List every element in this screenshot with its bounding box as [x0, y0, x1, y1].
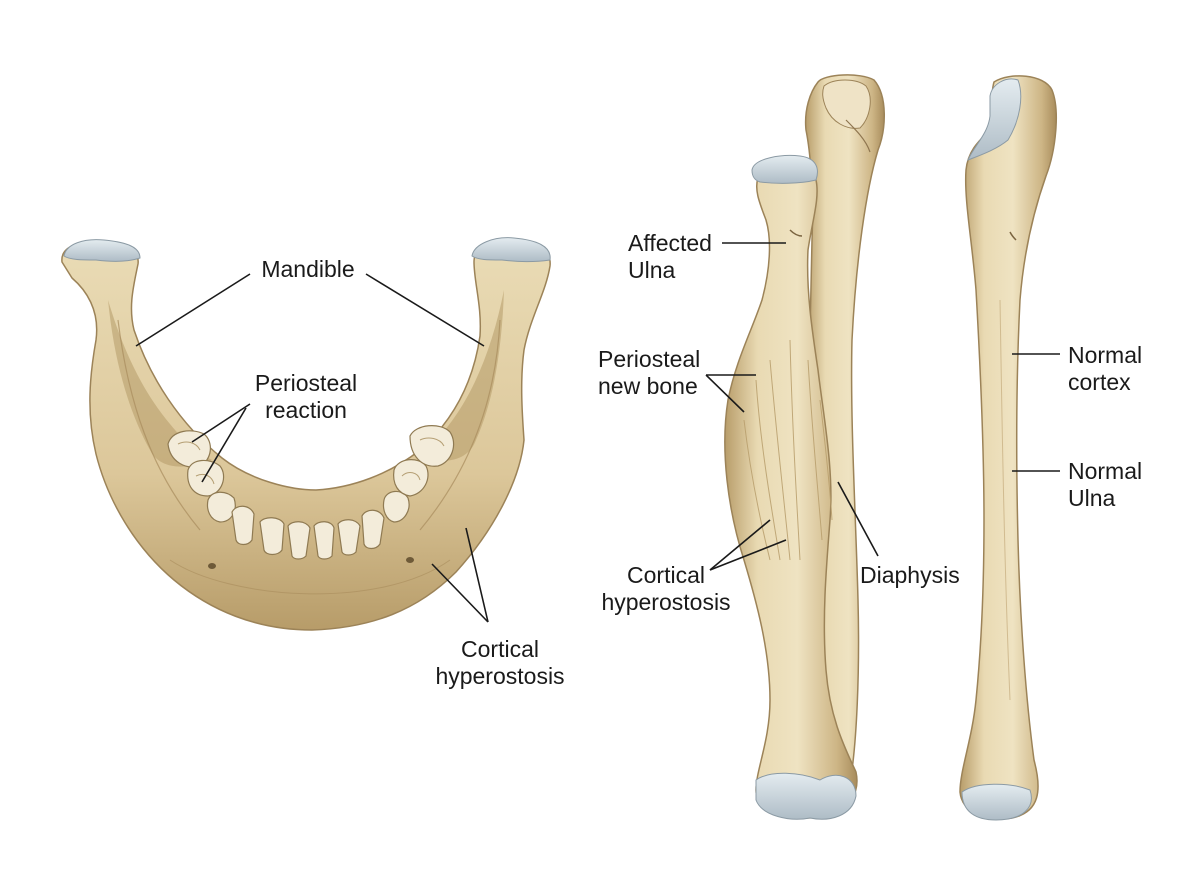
- teeth: [167, 425, 455, 560]
- label-cortical-hyperostosis-ulna: Cortical hyperostosis: [601, 562, 731, 615]
- left-condyle-cartilage: [63, 239, 141, 262]
- normal-ulna: [959, 75, 1057, 821]
- leader-cortical-left-2: [431, 563, 489, 623]
- affected-ulna-top-cartilage: [751, 155, 818, 184]
- label-normal-cortex: Normal cortex: [1068, 342, 1143, 395]
- leader-new-bone-2: [705, 374, 745, 413]
- label-normal-ulna: Normal Ulna: [1068, 458, 1143, 511]
- tooth-cusps: [177, 437, 445, 485]
- normal-ulna-top-cartilage: [967, 78, 1022, 161]
- affected-ulna-bottom-cartilage: [755, 772, 857, 820]
- normal-ulna-bone: [959, 75, 1057, 820]
- label-cortical-hyperostosis-mandible: Cortical hyperostosis: [435, 636, 565, 689]
- label-periosteal-new-bone: Periosteal new bone: [598, 346, 701, 399]
- normal-ulna-bottom-cartilage: [961, 783, 1032, 821]
- leader-diaphysis: [837, 481, 879, 557]
- leader-cortical-right-2: [709, 539, 787, 571]
- label-diaphysis: Diaphysis: [860, 562, 960, 588]
- leader-lines: [135, 242, 1060, 623]
- leader-mandible-left: [135, 273, 251, 347]
- affected-forearm: [724, 74, 885, 820]
- periosteal-streaks: [743, 339, 833, 561]
- leader-mandible-right: [365, 273, 485, 347]
- leader-cortical-left-1: [465, 527, 489, 623]
- label-affected-ulna: Affected Ulna: [628, 230, 712, 283]
- leader-periosteal-reaction-2: [201, 407, 247, 483]
- mandible: [61, 237, 551, 631]
- right-condyle-cartilage: [471, 237, 551, 262]
- leader-cortical-right-1: [709, 519, 771, 571]
- label-periosteal-reaction: Periosteal reaction: [254, 370, 358, 423]
- leader-periosteal-reaction-1: [191, 403, 251, 443]
- label-mandible: Mandible: [261, 256, 355, 282]
